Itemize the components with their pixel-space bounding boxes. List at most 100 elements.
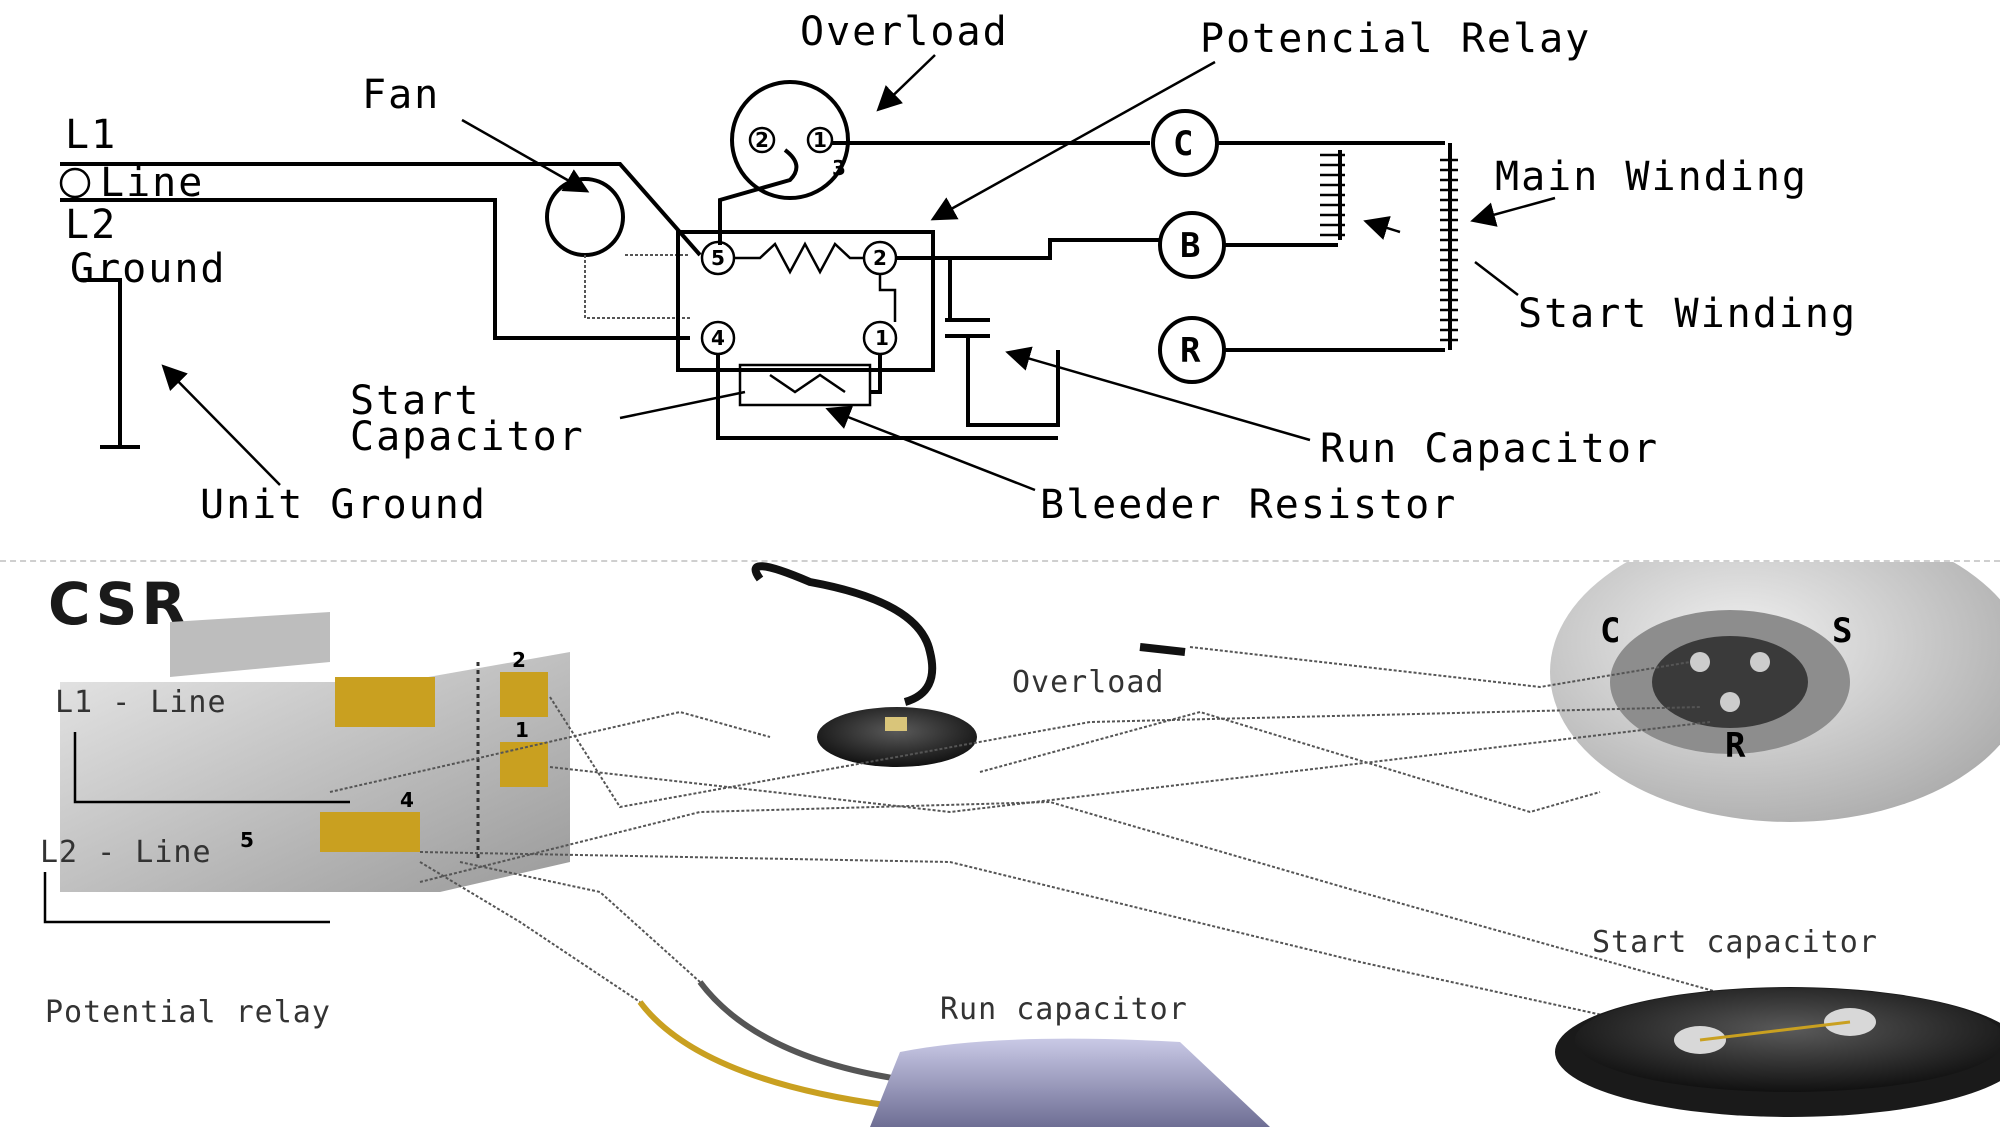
overload-icon [730, 80, 850, 200]
relay-term-2-label: 2 [873, 246, 887, 270]
overload-contact [885, 717, 907, 731]
wire-relay1-to-r [549, 721, 1711, 814]
wire-relay-to-run-cap-b [459, 861, 701, 983]
fan-label: Fan [362, 72, 440, 118]
overload-device [817, 707, 977, 767]
compressor-pin-s [1750, 652, 1770, 672]
start-capacitor-label-1: Start [350, 378, 480, 424]
relay-contact [878, 274, 897, 322]
unit-ground-arrow [161, 364, 281, 486]
wire-relay-to-overload [329, 710, 771, 793]
relay-terminal-2 [500, 672, 548, 717]
run-cap-lead-yellow [637, 1000, 901, 1110]
run-capacitor-photo-label: Run capacitor [940, 992, 1188, 1027]
relay-term-1-label: 1 [875, 326, 889, 350]
relay-terminal-4 [320, 812, 420, 852]
overload-photo-label: Overload [1012, 665, 1165, 700]
relay-term-4-label: 4 [711, 326, 725, 350]
overload-arrow [876, 54, 936, 112]
run-capacitor-arrow [1005, 346, 1311, 442]
l1-label: L1 [65, 112, 117, 158]
main-winding-label: Main Winding [1495, 154, 1808, 200]
start-capacitor-photo-label: Start capacitor [1592, 925, 1878, 960]
relay-terminal-l1 [335, 677, 435, 727]
wiring-schematic: L1 Line L2 Ground Fan 2 1 3 Overload 5 2… [0, 0, 2000, 560]
relay-terminal-1 [500, 742, 548, 787]
start-winding-label: Start Winding [1518, 291, 1857, 337]
main-winding-coil [1320, 153, 1345, 237]
l1-line-photo-label: L1 - Line [55, 685, 227, 720]
potential-relay-arrow [930, 60, 1216, 221]
bleeder-resistor-icon [769, 373, 846, 394]
run-cap-bottom-wire [966, 336, 1060, 427]
relay-photo-term-5: 5 [240, 828, 254, 852]
run-capacitor-label: Run Capacitor [1320, 426, 1659, 472]
relay-term-5-label: 5 [711, 246, 725, 270]
overload-term-3-label: 3 [832, 156, 846, 180]
start-capacitor-icon [738, 363, 872, 407]
compressor-s-label: S [1832, 611, 1852, 651]
l1-wire [60, 162, 702, 257]
compressor-pin-c [1690, 652, 1710, 672]
overload-cable-end [1139, 643, 1186, 656]
ground-wire [80, 278, 122, 445]
run-capacitor-body [870, 1038, 1270, 1127]
ground-label: Ground [70, 246, 227, 292]
compressor-pin-r [1720, 692, 1740, 712]
start-winding-coil [1440, 158, 1458, 342]
start-cap-loop-wire [716, 354, 1058, 440]
csr-svg: CSR C S R Overload 2 1 4 5 L1 - Line L2 … [40, 562, 2000, 1127]
relay2-to-b-wire [896, 238, 1160, 260]
winding-center-arrow [1363, 216, 1401, 240]
overload-to-relay-wire [718, 148, 799, 245]
overload-term-1-label: 1 [813, 128, 827, 152]
relay-coil [734, 241, 864, 275]
terminal-c-label: C [1173, 124, 1193, 164]
overload-label: Overload [800, 9, 1009, 55]
terminal-b-label: B [1180, 226, 1200, 266]
overload-terminal-2 [748, 126, 776, 154]
relay-mounting-tab [170, 612, 330, 677]
run-capacitor-icon [945, 318, 990, 338]
relay-photo-term-4: 4 [400, 788, 414, 812]
schematic-svg: L1 Line L2 Ground Fan 2 1 3 Overload 5 2… [59, 9, 1857, 528]
potential-relay-photo-label: Potential relay [45, 995, 331, 1030]
overload-terminal-1 [806, 126, 834, 154]
wire-relay-to-run-cap-a [419, 861, 641, 1003]
overload-cable [751, 562, 937, 706]
relay-photo-term-1: 1 [515, 718, 529, 742]
compressor-c-label: C [1600, 611, 1620, 651]
run-cap-top-wire [896, 256, 952, 320]
csr-title: CSR [48, 570, 190, 638]
wire-overload-cable-to-c [1189, 646, 1691, 689]
relay-body [60, 652, 570, 892]
start-capacitor-pointer [619, 390, 746, 420]
l2-label: L2 [65, 202, 117, 248]
fan-wire-dashed [584, 255, 690, 319]
wire-relay2-to-s [549, 696, 1701, 809]
relay-photo-term-2: 2 [512, 648, 526, 672]
l2-wire [60, 198, 690, 340]
start-capacitor-resistor [1699, 1020, 1851, 1042]
terminal-r-label: R [1180, 331, 1201, 371]
start-capacitor-top [1575, 988, 2000, 1092]
wire-relay4-to-start-cap [419, 851, 1681, 1033]
bleeder-resistor-label: Bleeder Resistor [1040, 482, 1457, 528]
start-capacitor-label-2: Capacitor [350, 414, 585, 460]
l1-terminal-icon [59, 167, 91, 199]
wire-relay-to-start-cap-2 [419, 800, 1861, 1033]
csr-illustration: CSR C S R Overload 2 1 4 5 L1 - Line L2 … [0, 560, 2000, 1127]
l2-line-photo-label: L2 - Line [40, 835, 212, 870]
main-winding-arrow [1470, 196, 1556, 227]
l1-line-pointer [73, 732, 350, 804]
start-winding-pointer [1474, 261, 1519, 296]
l2-line-pointer [43, 872, 330, 924]
overload-term-2-label: 2 [755, 128, 769, 152]
compressor-terminal-block [1652, 636, 1808, 728]
bleeder-resistor-arrow [825, 405, 1036, 492]
fan-icon [545, 177, 625, 257]
potential-relay-box [676, 230, 935, 372]
fan-arrow [461, 118, 590, 193]
potential-relay-label: Potencial Relay [1200, 16, 1591, 62]
unit-ground-label: Unit Ground [200, 482, 487, 528]
